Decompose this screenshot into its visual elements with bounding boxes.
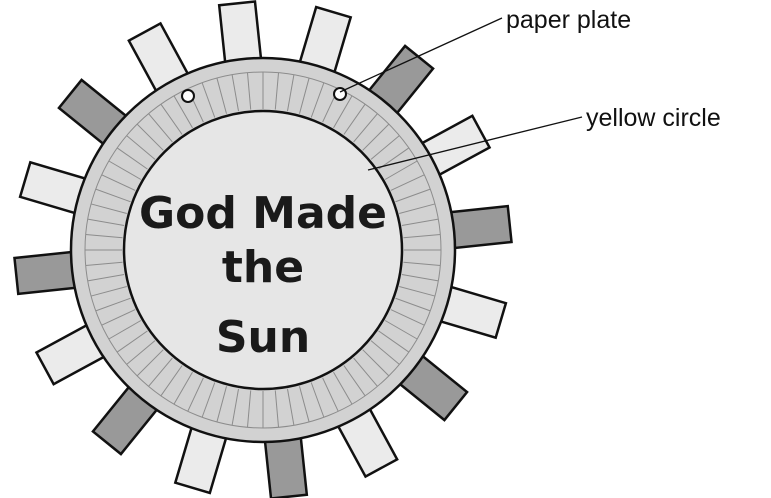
punched-hole [182,90,194,102]
title-line-1: God Made [139,188,387,239]
paper-plate-label: paper plate [506,6,631,34]
title-line-2: the [222,242,304,293]
title-line-3: Sun [216,312,310,363]
yellow-circle-label: yellow circle [586,104,721,132]
